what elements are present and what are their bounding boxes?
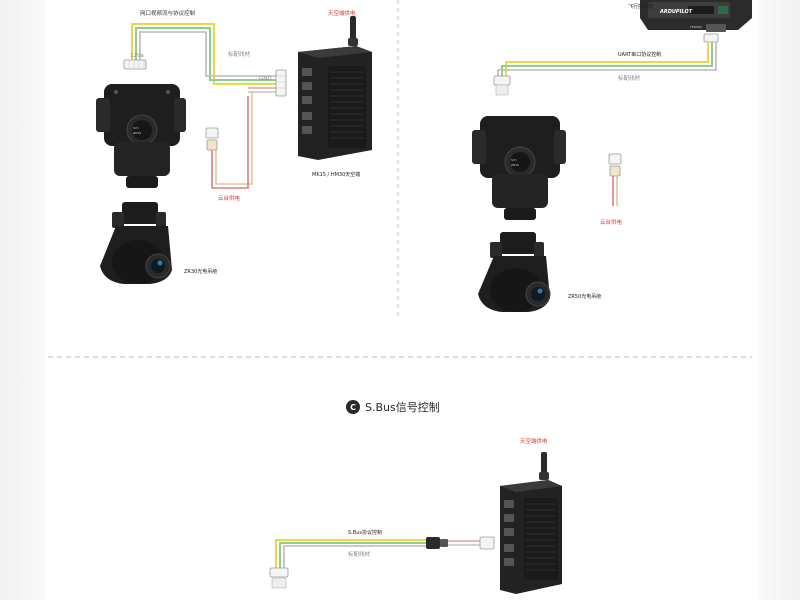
connector-icon bbox=[493, 75, 511, 96]
label-camera-b: ZR50光电吊舱 bbox=[568, 293, 601, 300]
label-gimbal-power-a: 云台供电 bbox=[218, 194, 241, 202]
wire-grey bbox=[497, 42, 717, 76]
label-data-port: 网口视频流与协议控制 bbox=[140, 9, 196, 17]
label-sky-power-a: 天空端供电 bbox=[328, 9, 356, 17]
sky-unit-icon bbox=[500, 452, 562, 594]
gimbal-model-a: ZR30 bbox=[133, 131, 141, 135]
badge-letter: C bbox=[350, 403, 356, 412]
section-c-title: S.Bus信号控制 bbox=[365, 400, 440, 414]
label-conn-gnd: GND bbox=[259, 76, 272, 82]
label-hs-sync: 标配线材 bbox=[228, 50, 251, 58]
page-margin-left bbox=[0, 0, 46, 600]
connector-icon bbox=[205, 127, 219, 151]
connector-icon bbox=[123, 59, 147, 70]
connector-icon bbox=[608, 153, 622, 177]
gimbal-brand-a: SIYI bbox=[133, 126, 139, 130]
gimbal-brand-b: SIYI bbox=[511, 158, 517, 162]
wire-green bbox=[279, 542, 432, 568]
wire-yellow bbox=[275, 539, 432, 568]
connector-icon bbox=[479, 536, 495, 550]
label-conn-small: 12Va bbox=[130, 53, 144, 59]
wire-red bbox=[211, 96, 249, 189]
flight-controller-icon bbox=[640, 0, 752, 32]
label-uart: UART串口协议控制 bbox=[618, 51, 661, 58]
gimbal-model-b: ZR30 bbox=[511, 163, 519, 167]
camera-pod-icon bbox=[100, 202, 172, 284]
wire-grey bbox=[139, 31, 286, 77]
connector-icon bbox=[703, 33, 719, 43]
wire-beige bbox=[215, 92, 253, 185]
wire-yellow bbox=[131, 23, 286, 85]
label-receiver: MK15 / HM30天空端 bbox=[312, 171, 360, 178]
camera-pod-icon bbox=[478, 232, 551, 312]
sky-unit-icon bbox=[298, 16, 372, 160]
label-standard-cable-c: 标配线材 bbox=[348, 550, 371, 558]
section-a: SIYI ZR30 bbox=[96, 9, 372, 284]
section-c-badge: C bbox=[346, 400, 360, 414]
fc-port: TELEM2 bbox=[689, 25, 702, 29]
gimbal-icon bbox=[96, 84, 186, 188]
wire-green bbox=[501, 42, 713, 76]
connector-icon bbox=[269, 567, 289, 589]
label-gimbal-power-b: 云台供电 bbox=[600, 218, 623, 226]
wire-grey bbox=[283, 545, 432, 568]
label-sbus: S.Bus协议控制 bbox=[348, 529, 382, 536]
wire-yellow bbox=[505, 42, 709, 76]
fc-logo: ARDUPILOT bbox=[659, 9, 693, 15]
connector-icon bbox=[275, 69, 287, 97]
section-b: ARDUPILOT TELEM2 bbox=[472, 0, 752, 312]
label-standard-cable-b: 标配线材 bbox=[618, 74, 641, 82]
wire-green bbox=[135, 27, 286, 81]
label-camera-a: ZR30光电吊舱 bbox=[184, 268, 217, 275]
label-flight-controller: 飞行控制器 bbox=[628, 3, 653, 10]
label-sky-power-c: 天空端供电 bbox=[520, 437, 548, 445]
page-margin-right bbox=[758, 0, 800, 600]
section-c: C S.Bus信号控制 bbox=[269, 400, 562, 594]
connector-icon bbox=[426, 537, 448, 549]
gimbal-icon bbox=[472, 116, 566, 220]
